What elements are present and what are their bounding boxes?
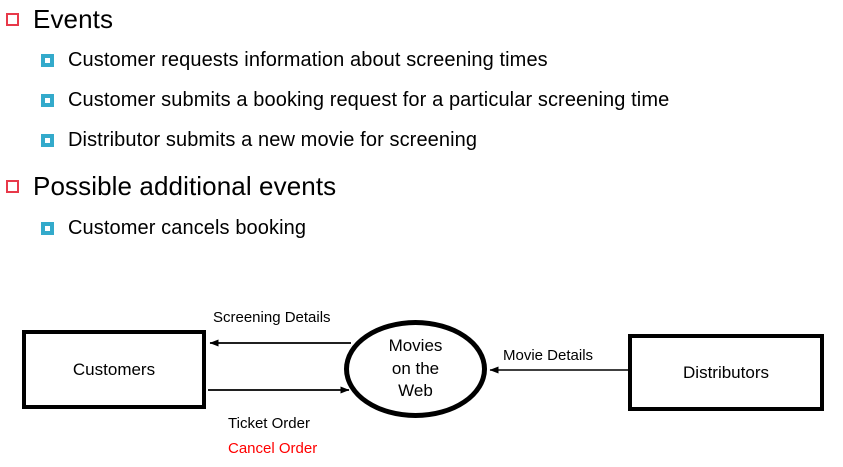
diagram-node-distributors: Distributors xyxy=(628,334,824,411)
outline-item-label: Distributor submits a new movie for scre… xyxy=(68,129,478,151)
flow-label-screening-details: Screening Details xyxy=(213,309,331,326)
outline-item-label: Customer submits a booking request for a… xyxy=(68,89,670,111)
outline-heading-label: Possible additional events xyxy=(33,171,337,201)
outline-item-label: Customer cancels booking xyxy=(68,217,307,239)
outline-item-booking-request: Customer submits a booking request for a… xyxy=(41,90,669,110)
outline-item-cancel-booking: Customer cancels booking xyxy=(41,218,306,238)
diagram-node-customers-label: Customers xyxy=(72,359,156,379)
diagram-node-distributors-label: Distributors xyxy=(683,362,769,382)
outline-item-new-movie: Distributor submits a new movie for scre… xyxy=(41,130,477,150)
process-label-line-2: on the xyxy=(391,358,440,378)
flow-label-movie-details: Movie Details xyxy=(503,347,594,364)
square-filled-bullet-icon xyxy=(41,133,54,147)
outline-heading-label: Events xyxy=(33,4,114,34)
square-filled-bullet-icon xyxy=(41,221,54,235)
process-label-line-3: Web xyxy=(398,381,433,401)
square-outline-bullet-icon xyxy=(6,12,19,26)
flow-label-ticket-order: Ticket Order xyxy=(228,415,310,432)
diagram-node-customers: Customers xyxy=(22,330,206,409)
outline-item-label: Customer requests information about scre… xyxy=(68,49,548,71)
process-label-line-1: Movies xyxy=(388,335,443,355)
outline-heading-possible-additional-events: Possible additional events xyxy=(6,173,336,199)
flow-label-cancel-order: Cancel Order xyxy=(228,440,318,457)
square-outline-bullet-icon xyxy=(6,179,19,193)
square-filled-bullet-icon xyxy=(41,93,54,107)
diagram-node-process-movies-on-the-web: Movies on the Web xyxy=(344,320,487,418)
square-filled-bullet-icon xyxy=(41,53,54,67)
outline-heading-events: Events xyxy=(6,6,113,32)
outline-item-screening-info: Customer requests information about scre… xyxy=(41,50,548,70)
